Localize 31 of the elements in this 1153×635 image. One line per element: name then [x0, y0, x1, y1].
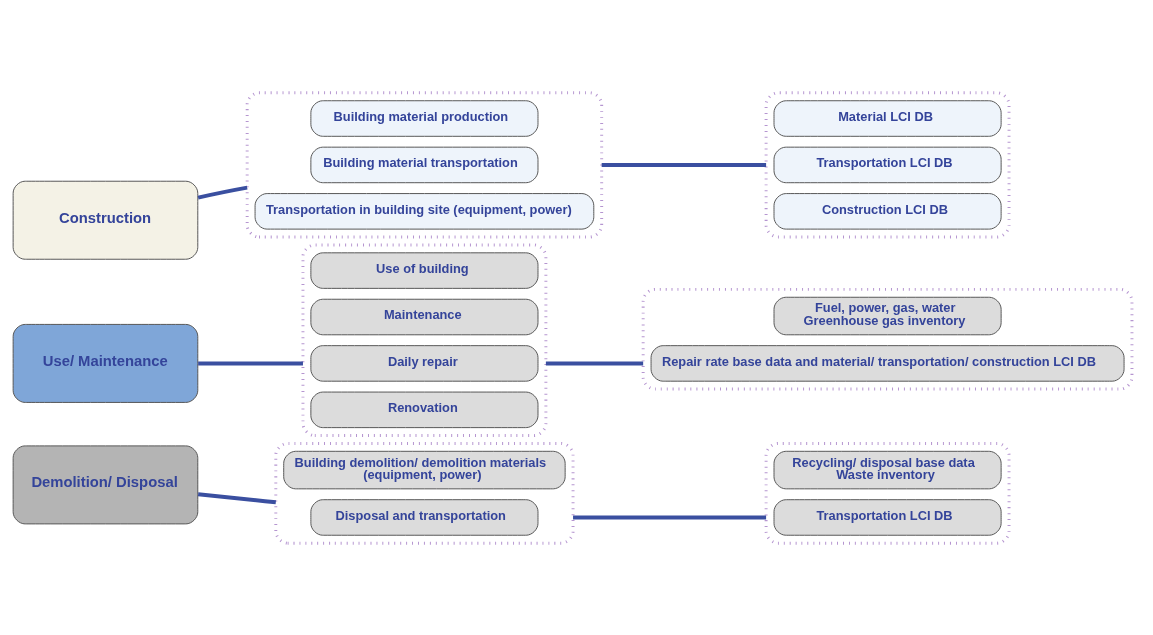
node-box: Use/ Maintenance — [12, 323, 199, 403]
connector — [197, 185, 248, 200]
node-box: Demolition/ Disposal — [12, 444, 199, 524]
node-box: Construction LCI DB — [773, 192, 1002, 230]
cluster — [301, 242, 548, 437]
cluster — [764, 441, 1011, 545]
node-box: Use of building — [310, 251, 539, 289]
node-box: Fuel, power, gas, water Greenhouse gas inventory — [773, 296, 1002, 335]
connector — [545, 360, 644, 365]
node-box: Repair rate base data and material/ transportation/ construction LCI DB — [650, 344, 1125, 382]
connector — [197, 491, 276, 504]
node-box: Building material production — [310, 99, 539, 137]
node-box: Building demolition/ demolition materials (equipment, power) — [283, 450, 566, 489]
node-box: Construction — [12, 180, 199, 260]
node-box: Maintenance — [310, 298, 539, 335]
connector — [198, 360, 303, 365]
connector — [573, 515, 767, 519]
cluster — [764, 90, 1011, 238]
node-box: Transportation in building site (equipment, power) — [254, 192, 595, 230]
cluster — [245, 90, 604, 238]
cluster — [641, 287, 1134, 391]
node-box: Recycling/ disposal base data Waste inventory — [773, 450, 1002, 489]
cluster — [274, 441, 575, 545]
node-box: Transportation LCI DB — [773, 498, 1002, 536]
node-box: Building material transportation — [310, 146, 539, 183]
connector — [601, 162, 767, 167]
node-box: Disposal and transportation — [310, 498, 539, 536]
node-box: Transportation LCI DB — [773, 146, 1002, 183]
node-box: Material LCI DB — [773, 99, 1002, 137]
node-box: Daily repair — [310, 344, 539, 382]
node-box: Renovation — [310, 391, 539, 428]
